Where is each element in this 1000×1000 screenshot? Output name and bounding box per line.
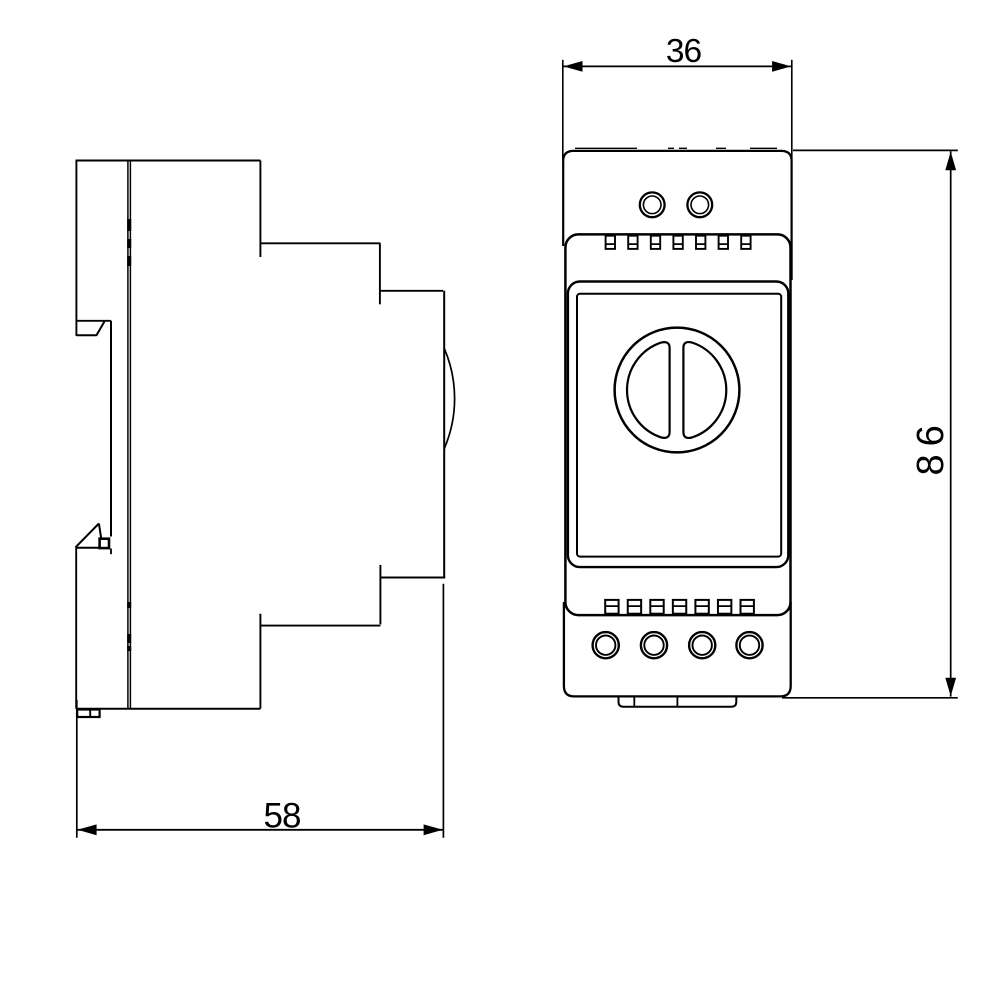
svg-text:86: 86 — [910, 417, 952, 475]
svg-text:58: 58 — [264, 797, 301, 836]
svg-text:36: 36 — [666, 33, 702, 70]
